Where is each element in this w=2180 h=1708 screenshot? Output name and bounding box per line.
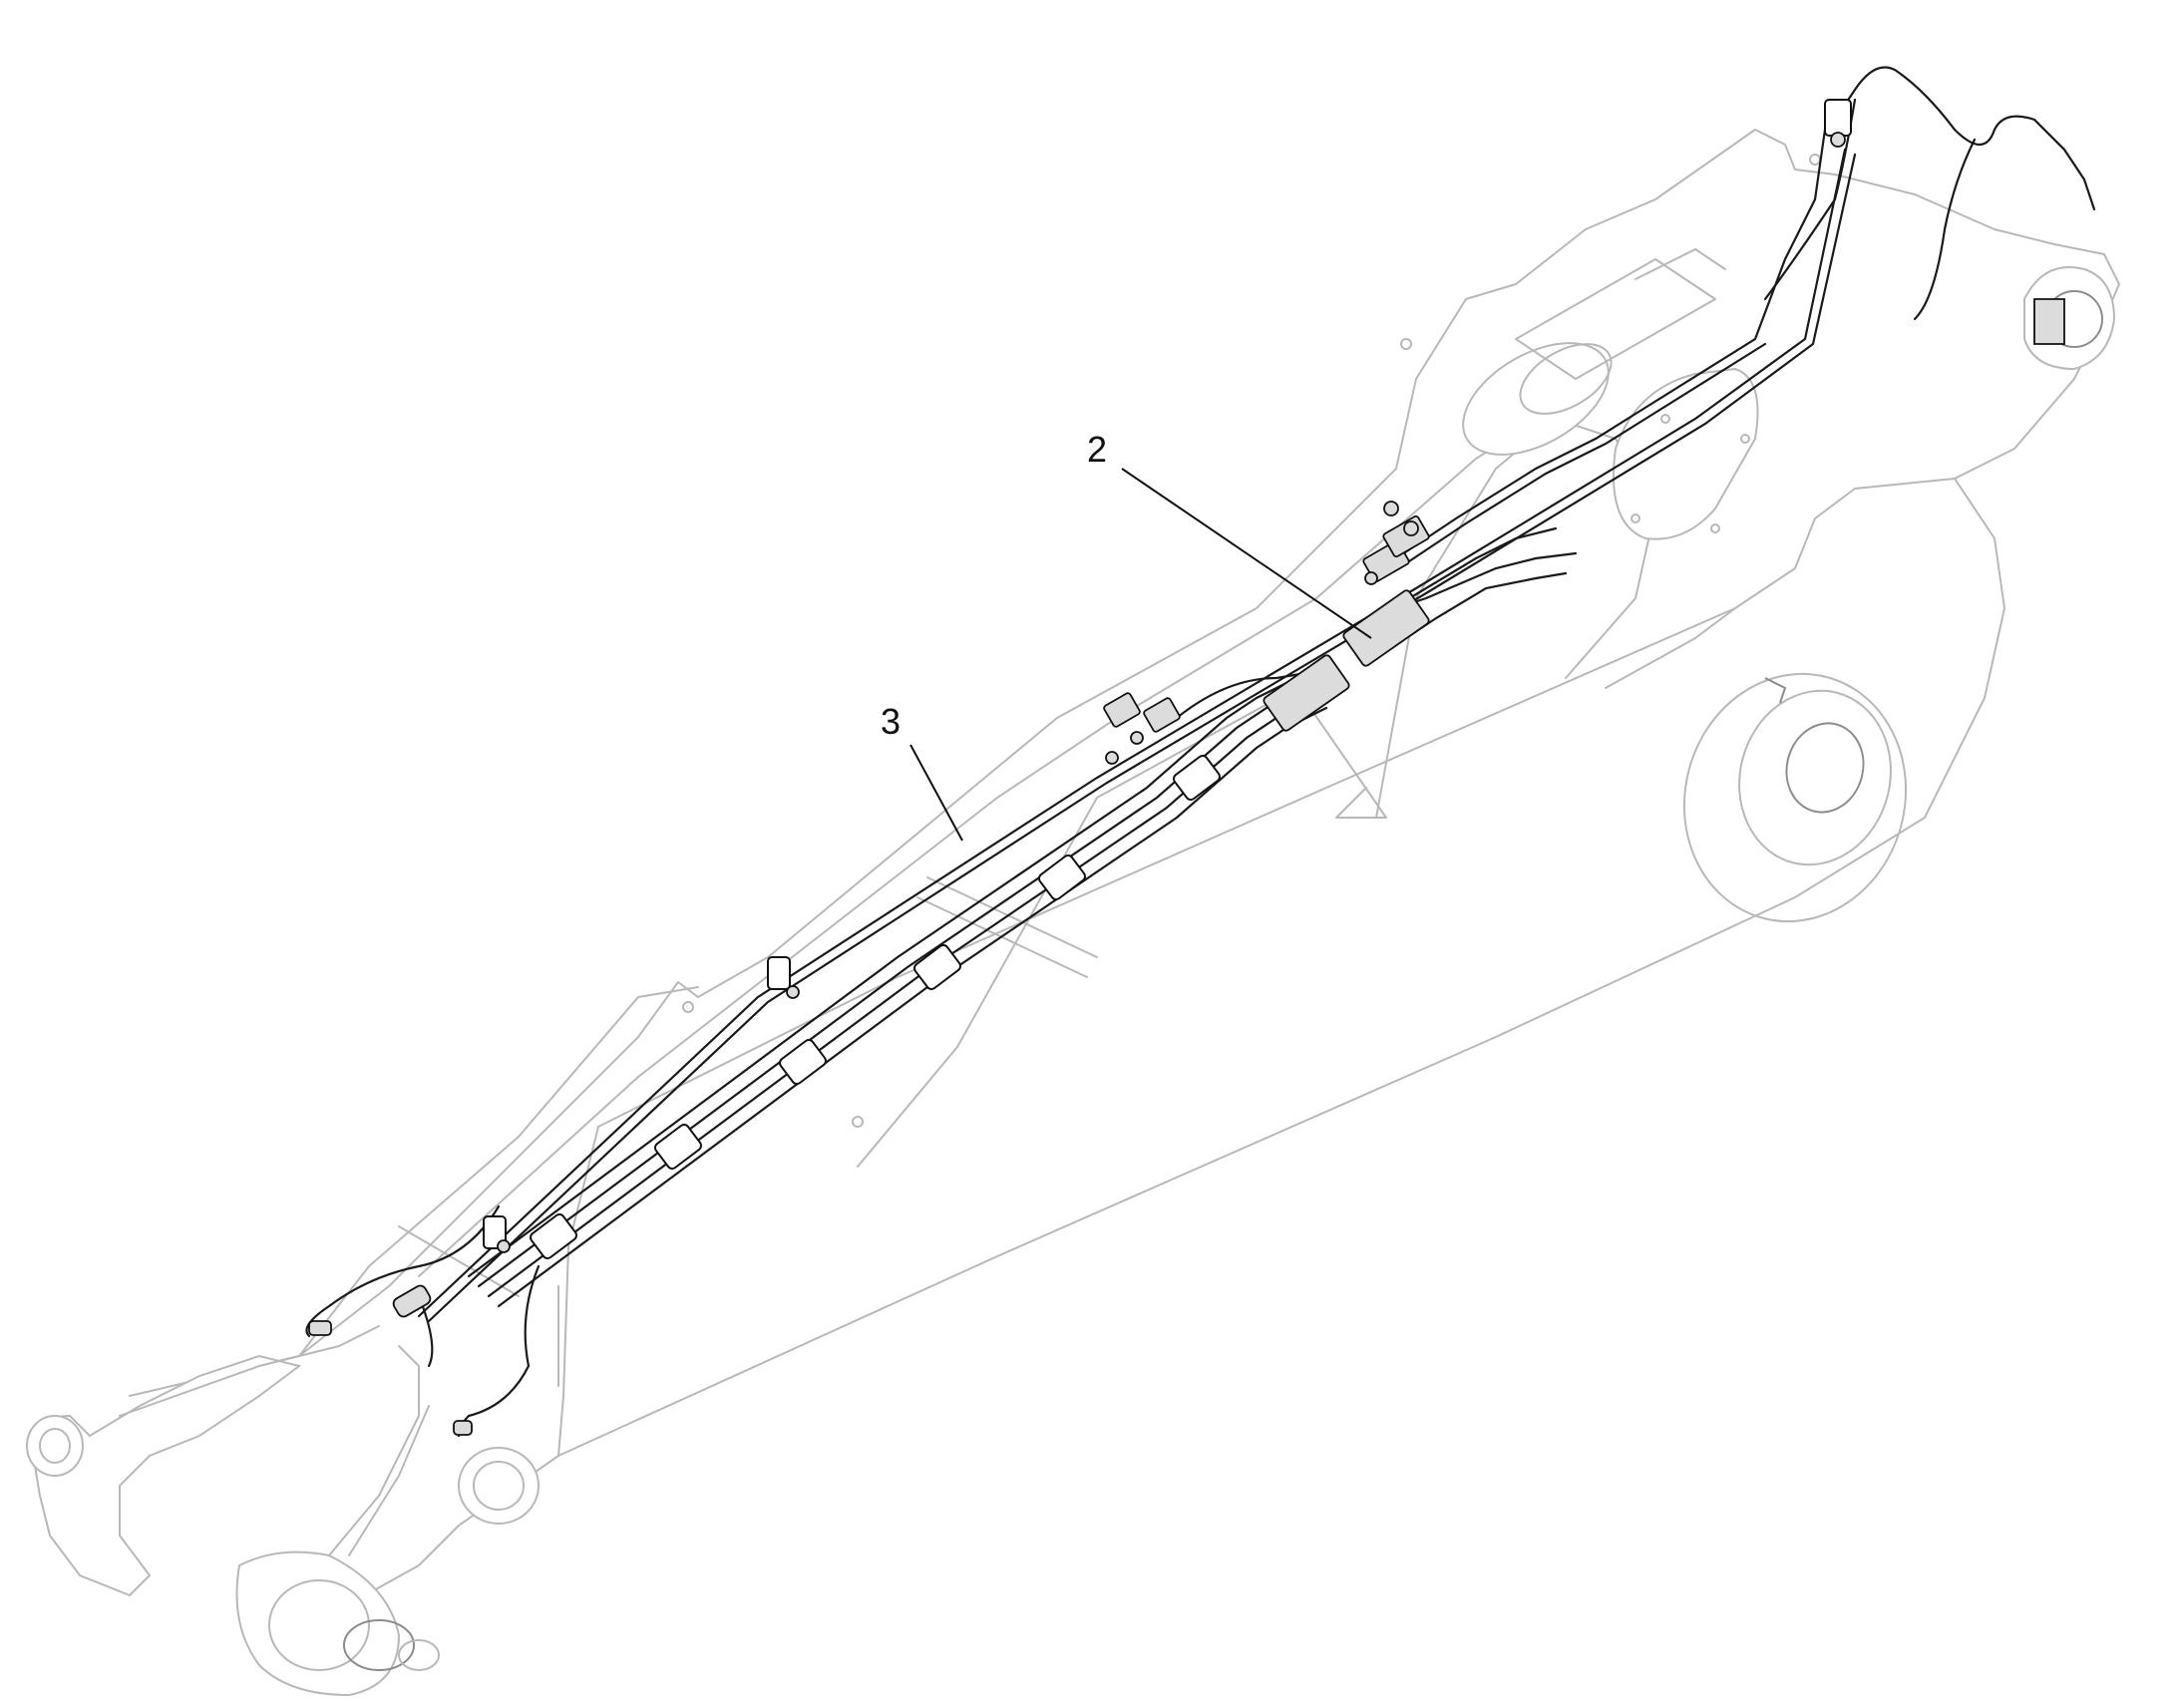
bundle-clamp-2 [654, 1123, 702, 1171]
arm-link-inner [348, 1405, 430, 1556]
hose-bundle-line-1 [467, 676, 1298, 1278]
head-pipe-2 [1404, 342, 1767, 565]
side-hole-1 [852, 1116, 864, 1128]
pivot-bracket-top [1635, 248, 1726, 280]
side-boss-inner [473, 1461, 525, 1511]
callout-3-label: 3 [881, 701, 901, 742]
left-harness-2 [457, 1264, 541, 1438]
pipe-clamp-2 [483, 1215, 511, 1253]
arm-end-lower-bracket [235, 1550, 401, 1697]
left-end-sensor [308, 1284, 473, 1436]
boom-flange-line [418, 408, 1557, 1277]
foot-pin-inner [1738, 689, 1892, 866]
arm-end-pin-left-inner [39, 1428, 71, 1464]
clamps-and-fittings [308, 99, 1852, 1436]
callout-3-leader [909, 744, 963, 842]
callout-3-group: 3 [881, 701, 963, 842]
arm-end-lower-pin [268, 1579, 370, 1671]
arm-end-pin-left [26, 1415, 84, 1477]
pivot-housing [1462, 342, 1610, 456]
boom-top-outline [129, 129, 2120, 1397]
boom-top-edge-left [298, 986, 699, 1357]
pivot-bracket [1515, 258, 1716, 380]
pivot-housing-inner [1519, 343, 1613, 415]
callout-2-leader [1121, 468, 1372, 639]
boom-end-block [2033, 298, 2065, 345]
wire-harness-2 [1913, 138, 1977, 321]
bundle-clamp-4 [913, 943, 961, 991]
pad-bolt-4 [1631, 513, 1640, 523]
boom-bottom-inner [557, 607, 1736, 1457]
pad-bolt-2 [1740, 434, 1750, 444]
pad-bolt-1 [1660, 414, 1670, 424]
arm-link [328, 1345, 420, 1556]
pipe-line-3b [427, 153, 1857, 1323]
boom-bottom-outline [288, 478, 2005, 1676]
boom-internal-rib [1375, 418, 1656, 819]
boom-cross-member [398, 876, 1098, 1387]
left-harness-1 [305, 1204, 501, 1338]
foot-pin-bore [1785, 722, 1865, 814]
callout-2-group: 2 [1087, 429, 1372, 639]
bundle-clamp-3 [779, 1038, 827, 1086]
callout-2-label: 2 [1087, 429, 1107, 470]
top-hole-1 [682, 1001, 694, 1013]
bundle-clamp-1 [530, 1212, 577, 1260]
top-hole-2 [1400, 338, 1412, 350]
arm-end-lower-pin-tip [398, 1639, 440, 1671]
hose-bundle-line-4 [497, 706, 1328, 1308]
boom-side-web [857, 687, 1387, 1168]
pipe-clamp-1 [767, 956, 800, 999]
manifold-block-lower [1103, 654, 1350, 765]
side-boss [458, 1447, 540, 1525]
wire-harness-1 [1833, 66, 2096, 211]
head-pipe-1 [1394, 128, 1827, 560]
top-pipe-clamp [1824, 99, 1852, 148]
arm-end-lower-pin-cap [343, 1619, 415, 1671]
boom-head-plate [1605, 318, 2105, 689]
upper-hose-3 [1394, 551, 1578, 610]
pipe-line-3a [417, 148, 1847, 1318]
top-hole-3 [1809, 154, 1821, 166]
bundle-clamp-5 [1038, 854, 1086, 901]
pad-bolt-3 [1710, 523, 1720, 533]
foot-pin-outer [1682, 672, 1908, 923]
manifold-block-upper [1342, 501, 1430, 667]
upper-hose-1 [1175, 666, 1338, 720]
bundle-clamp-6 [1173, 754, 1221, 802]
arm-end-top-edge [119, 1325, 380, 1417]
upper-hose-2 [1374, 526, 1558, 620]
upper-hose-4 [1404, 571, 1568, 640]
foot-pin-grease-nipple [1764, 677, 1787, 704]
boom-structure [26, 129, 2120, 1697]
